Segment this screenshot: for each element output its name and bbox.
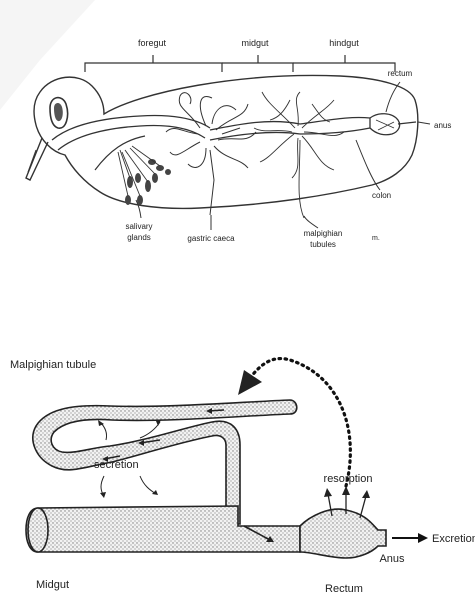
label-excretion: Excretion [432,533,475,545]
background-smudge [0,0,95,110]
label-mark: m. [372,235,380,242]
label-malpighian-tubule: Malpighian tubule [10,359,96,371]
eye-fill [54,103,63,121]
anal-canal [398,122,416,124]
return-arrow-head [238,370,262,395]
resorption-arrow-heads [324,486,370,498]
label-hindgut: hindgut [329,38,359,48]
esophagus-branch [95,136,145,170]
label-salivary-line1: salivary [125,222,152,231]
label-midgut: Midgut [36,579,69,591]
midgut-tube [26,506,300,552]
label-gastric-caeca: gastric caeca [187,234,235,243]
insect-gut-diagram: foregut midgut hindgut [0,0,475,280]
label-resorption: resorption [324,473,373,485]
hindgut-tube-lower [300,128,370,134]
label-rectum: rectum [388,69,413,78]
label-anus: Anus [379,553,405,565]
malpighian-excretion-diagram: Malpighian tubule secretion [0,290,475,595]
label-malpighian-line1: malpighian [304,229,343,238]
malpighian-excretion-svg: Malpighian tubule secretion [0,290,475,595]
label-foregut: foregut [138,38,167,48]
mouthpart [26,138,48,180]
dotted-return-arrow [250,359,350,486]
insect-body-outline [34,75,418,208]
label-midgut: midgut [241,38,269,48]
excretion-arrow-head [418,533,428,543]
midgut-open-end [28,508,48,552]
salivary-ducts [118,146,160,196]
label-rectum: Rectum [325,583,363,595]
gastric-caeca [166,93,256,215]
label-anus: anus [434,121,451,130]
label-colon: colon [372,191,391,200]
rectum-pads [376,120,394,130]
label-malpighian-line2: tubules [310,240,336,249]
insect-gut-svg: foregut midgut hindgut [0,0,475,280]
foregut-tube-lower [58,126,205,151]
region-brackets [85,55,395,72]
label-salivary-line2: glands [127,233,151,242]
rectum-bulb [300,509,386,558]
foregut-tube-upper [52,116,210,141]
malpighian-tubule-shape [33,400,297,524]
label-secretion: secretion [94,459,139,471]
